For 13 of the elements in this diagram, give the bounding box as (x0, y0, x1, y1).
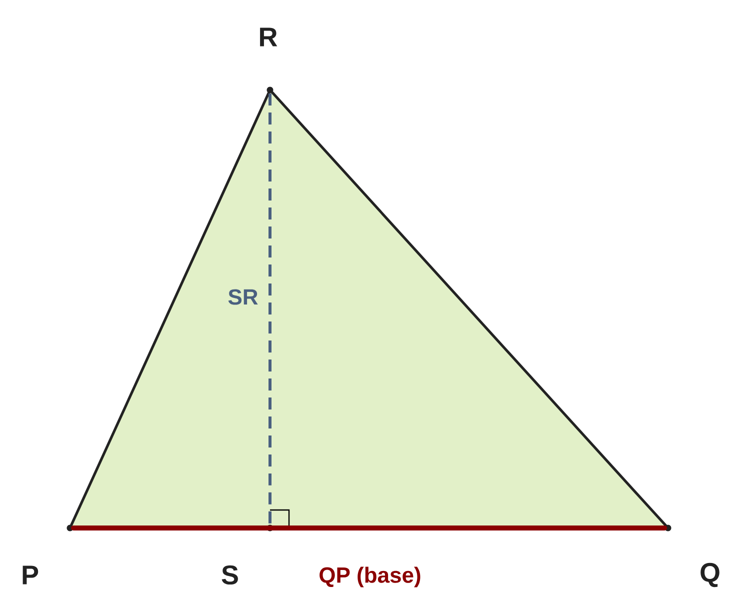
vertex-point (66, 524, 74, 532)
vertex-label: P (22, 566, 38, 584)
height-line (268, 93, 272, 525)
vertex-label: R (260, 28, 278, 46)
base-line (70, 525, 668, 530)
edge-label: QP (base) (316, 564, 424, 590)
triangle-side (70, 92, 270, 526)
vertex-label: Q (700, 562, 720, 588)
vertex-label: S (222, 565, 238, 585)
vertex-point (664, 524, 672, 532)
edge-label: SR (226, 287, 260, 307)
triangle-side (271, 91, 667, 527)
vertex-point (266, 86, 274, 94)
